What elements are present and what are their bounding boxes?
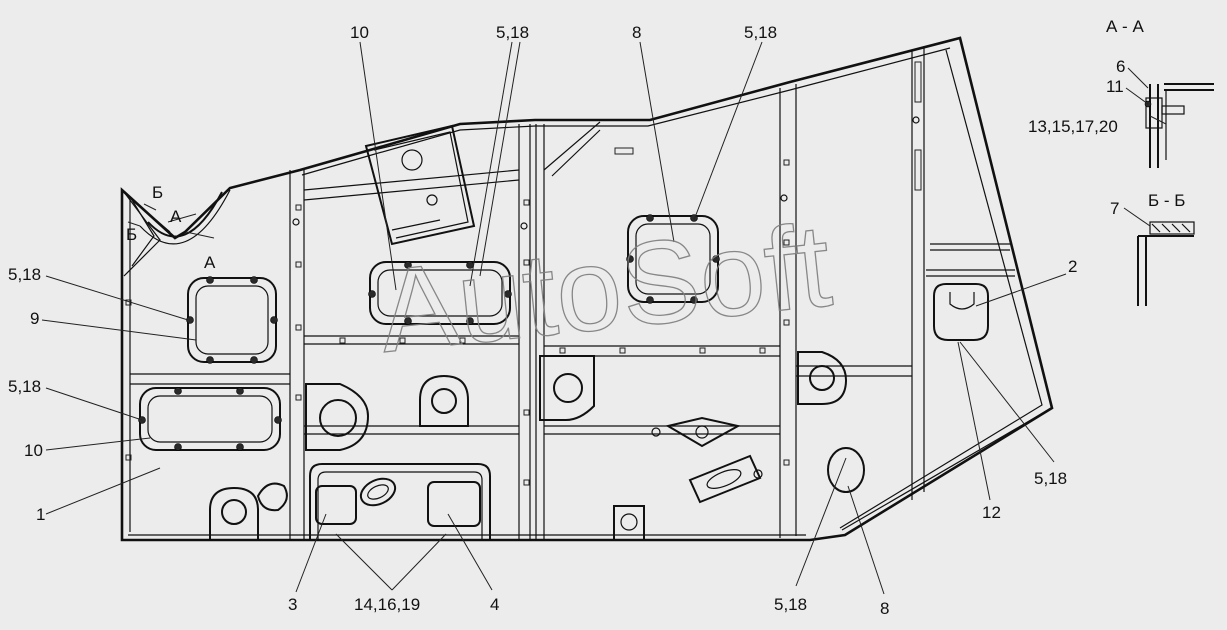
- hatch-right-upper: [626, 214, 720, 304]
- hatch-center-upper: [368, 261, 512, 325]
- hatch-left-upper: [186, 276, 278, 364]
- detail-marks: [125, 61, 922, 486]
- tilted-plate: [364, 124, 476, 246]
- leader-lines: [41, 41, 1167, 595]
- section-b-b-title: Б - Б: [1148, 191, 1185, 210]
- callout-11: 11: [1106, 77, 1124, 96]
- callout-9: 9: [30, 309, 39, 328]
- callout-8-bottom: 8: [880, 599, 889, 618]
- horizontal-rails: [130, 121, 1015, 435]
- section-a-a-detail: [1144, 83, 1214, 168]
- vertical-posts: [289, 46, 925, 540]
- lower-compartment: [309, 463, 491, 540]
- section-mark-a2: А: [204, 253, 216, 272]
- section-markers: Б Б А А: [126, 183, 216, 272]
- callout-2: 2: [1068, 257, 1077, 276]
- callout-10-top: 10: [350, 23, 369, 42]
- callout-3: 3: [288, 595, 297, 614]
- callout-5-18-top-right: 5,18: [744, 23, 777, 42]
- callout-5-18-left-lower: 5,18: [8, 377, 41, 396]
- watermark: AutoSoft: [373, 199, 837, 378]
- callout-5-18-right: 5,18: [1034, 469, 1067, 488]
- callout-6: 6: [1116, 57, 1125, 76]
- callout-10-left: 10: [24, 441, 43, 460]
- section-mark-b1: Б: [152, 183, 163, 202]
- section-b-b-detail: [1137, 221, 1195, 306]
- callout-13-15-17-20: 13,15,17,20: [1028, 117, 1118, 136]
- section-mark-a1: А: [170, 207, 182, 226]
- right-wedge: [930, 243, 1010, 341]
- motor-brackets: [209, 351, 865, 541]
- callout-7: 7: [1110, 199, 1119, 218]
- hatch-left-lower: [138, 387, 282, 451]
- callout-5-18-left-upper: 5,18: [8, 265, 41, 284]
- callout-14-16-19: 14,16,19: [354, 595, 420, 614]
- callout-5-18-bottom: 5,18: [774, 595, 807, 614]
- callout-labels: 10 5,18 8 5,18 5,18 9 5,18 10 1 3 14,16,…: [8, 17, 1185, 618]
- section-mark-b2: Б: [126, 225, 137, 244]
- callout-12: 12: [982, 503, 1001, 522]
- section-a-a-title: А - А: [1106, 17, 1144, 36]
- callout-1: 1: [36, 505, 45, 524]
- callout-4: 4: [490, 595, 499, 614]
- callout-5-18-top-left: 5,18: [496, 23, 529, 42]
- callout-8-top: 8: [632, 23, 641, 42]
